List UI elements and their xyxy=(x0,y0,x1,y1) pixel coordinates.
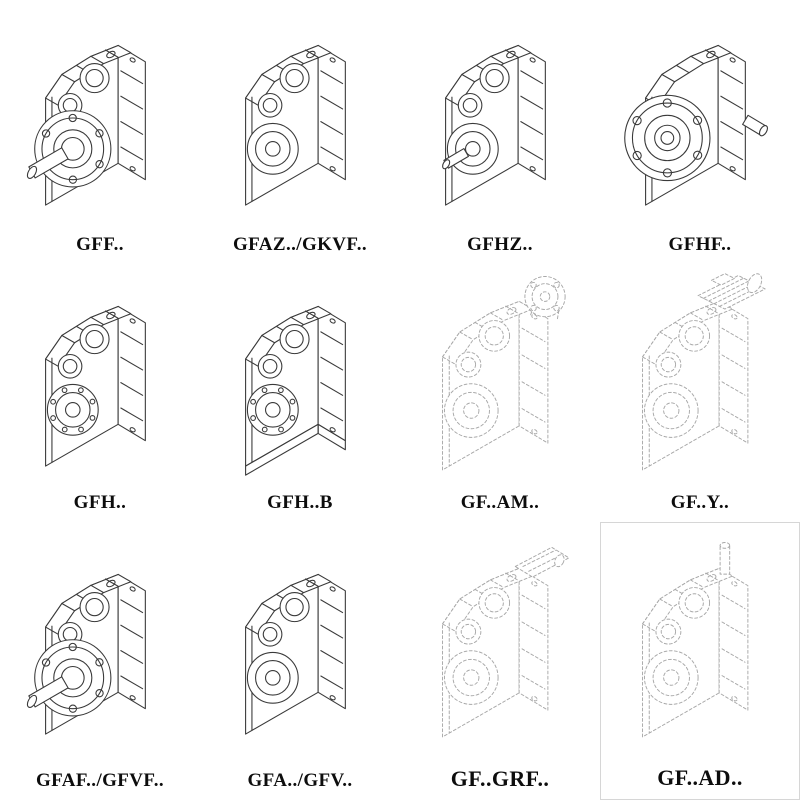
model-label: GFH.. xyxy=(73,492,127,513)
gearbox-line-art xyxy=(442,546,570,737)
gearbox-line-art xyxy=(642,541,749,737)
gearbox-line-art xyxy=(442,44,546,206)
catalog-cell: GFH..B xyxy=(200,264,400,522)
model-label: GFAF../GFVF.. xyxy=(35,770,164,791)
gearbox-line-art xyxy=(245,573,346,735)
gearbox-drawing-motor-mounted xyxy=(600,265,800,491)
catalog-cell: GFHF.. xyxy=(600,0,800,264)
gearbox-line-art xyxy=(245,44,346,206)
model-label: GFAZ../GKVF.. xyxy=(233,234,367,255)
gearbox-line-art xyxy=(642,273,766,471)
model-label: GFA../GFV.. xyxy=(247,770,353,791)
model-label: GFHZ.. xyxy=(467,234,533,255)
gearbox-drawing-front-flange xyxy=(600,2,800,233)
model-label: GFHF.. xyxy=(668,234,732,255)
gearbox-drawing-input-block-adapter xyxy=(400,524,600,765)
gearbox-drawing-hollow-shaft xyxy=(200,524,400,769)
model-label: GF..Y.. xyxy=(670,492,730,513)
gearbox-drawing-bearing-face xyxy=(0,266,200,491)
model-label: GF..GRF.. xyxy=(450,766,550,791)
gearbox-drawing-input-flange-adapter xyxy=(400,265,600,491)
catalog-cell: GF..Y.. xyxy=(600,264,800,522)
model-label: GF..AD.. xyxy=(657,765,743,790)
catalog-cell: GF..AM.. xyxy=(400,264,600,522)
catalog-cell: GF..AD.. xyxy=(600,522,800,800)
gearbox-line-art xyxy=(624,44,768,206)
model-label: GFH..B xyxy=(267,492,333,513)
catalog-cell: GFHZ.. xyxy=(400,0,600,264)
catalog-cell: GFAF../GFVF.. xyxy=(0,522,200,800)
gearbox-line-art xyxy=(245,305,346,476)
model-label: GFF.. xyxy=(76,234,124,255)
gearbox-drawing-hollow-shaft xyxy=(200,2,400,233)
gearbox-line-art xyxy=(26,573,146,735)
catalog-cell: GFF.. xyxy=(0,0,200,264)
gearbox-line-art xyxy=(45,305,146,467)
gearbox-drawing-bearing-face-base xyxy=(200,266,400,491)
gearbox-drawing-hollow-stub-shaft xyxy=(400,2,600,233)
catalog-cell: GFAZ../GKVF.. xyxy=(200,0,400,264)
catalog-cell: GFH.. xyxy=(0,264,200,522)
catalog-cell: GF..GRF.. xyxy=(400,522,600,800)
gearbox-line-art xyxy=(442,276,566,471)
gearbox-drawing-flange-shaft xyxy=(0,524,200,769)
gearbox-line-art xyxy=(26,44,146,206)
catalog-cell: GFA../GFV.. xyxy=(200,522,400,800)
gearbox-drawing-flange-shaft xyxy=(0,2,200,233)
gearbox-drawing-input-shaft-adapter xyxy=(601,525,799,764)
model-label: GF..AM.. xyxy=(460,492,540,513)
